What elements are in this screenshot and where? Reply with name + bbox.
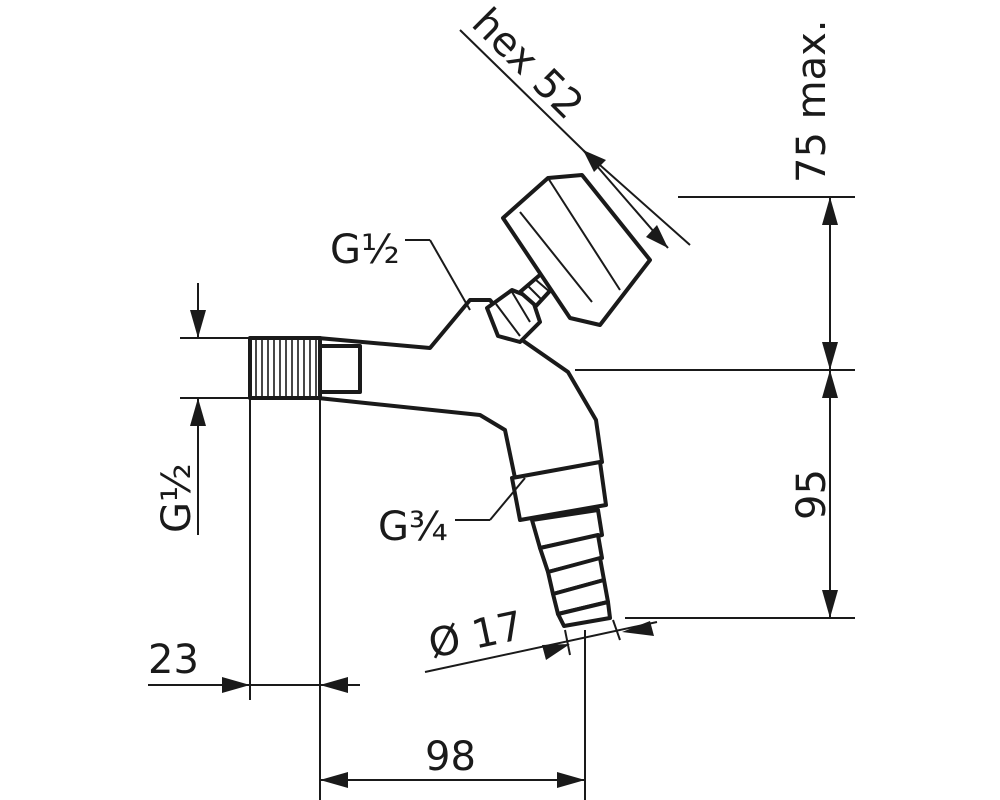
label-hex: hex 52 (463, 0, 592, 129)
faucet-body (316, 173, 652, 522)
label-g-three-quarter: G¾ (378, 504, 448, 550)
label-23: 23 (148, 637, 199, 683)
hex-nut (485, 288, 542, 344)
leader-g-three-quarter (455, 477, 526, 521)
dim-98 (320, 772, 585, 788)
body-outline (316, 298, 604, 480)
label-g-half-left: G½ (154, 463, 200, 533)
inlet-pipe (248, 336, 362, 400)
dim-diameter (424, 621, 658, 673)
label-75-max: 75 max. (789, 20, 835, 183)
inlet-tab (318, 344, 362, 394)
dim-23 (148, 677, 360, 693)
leader-g-half-top (405, 239, 471, 311)
dim-left (180, 283, 250, 535)
label-95: 95 (789, 469, 835, 520)
label-diameter: Ø 17 (425, 603, 528, 668)
dim-right (575, 196, 855, 619)
label-g-half-top: G½ (330, 227, 400, 273)
label-98: 98 (425, 734, 476, 780)
hose-connector (530, 508, 612, 628)
dim-hex (459, 29, 691, 249)
spout-block (510, 460, 608, 522)
